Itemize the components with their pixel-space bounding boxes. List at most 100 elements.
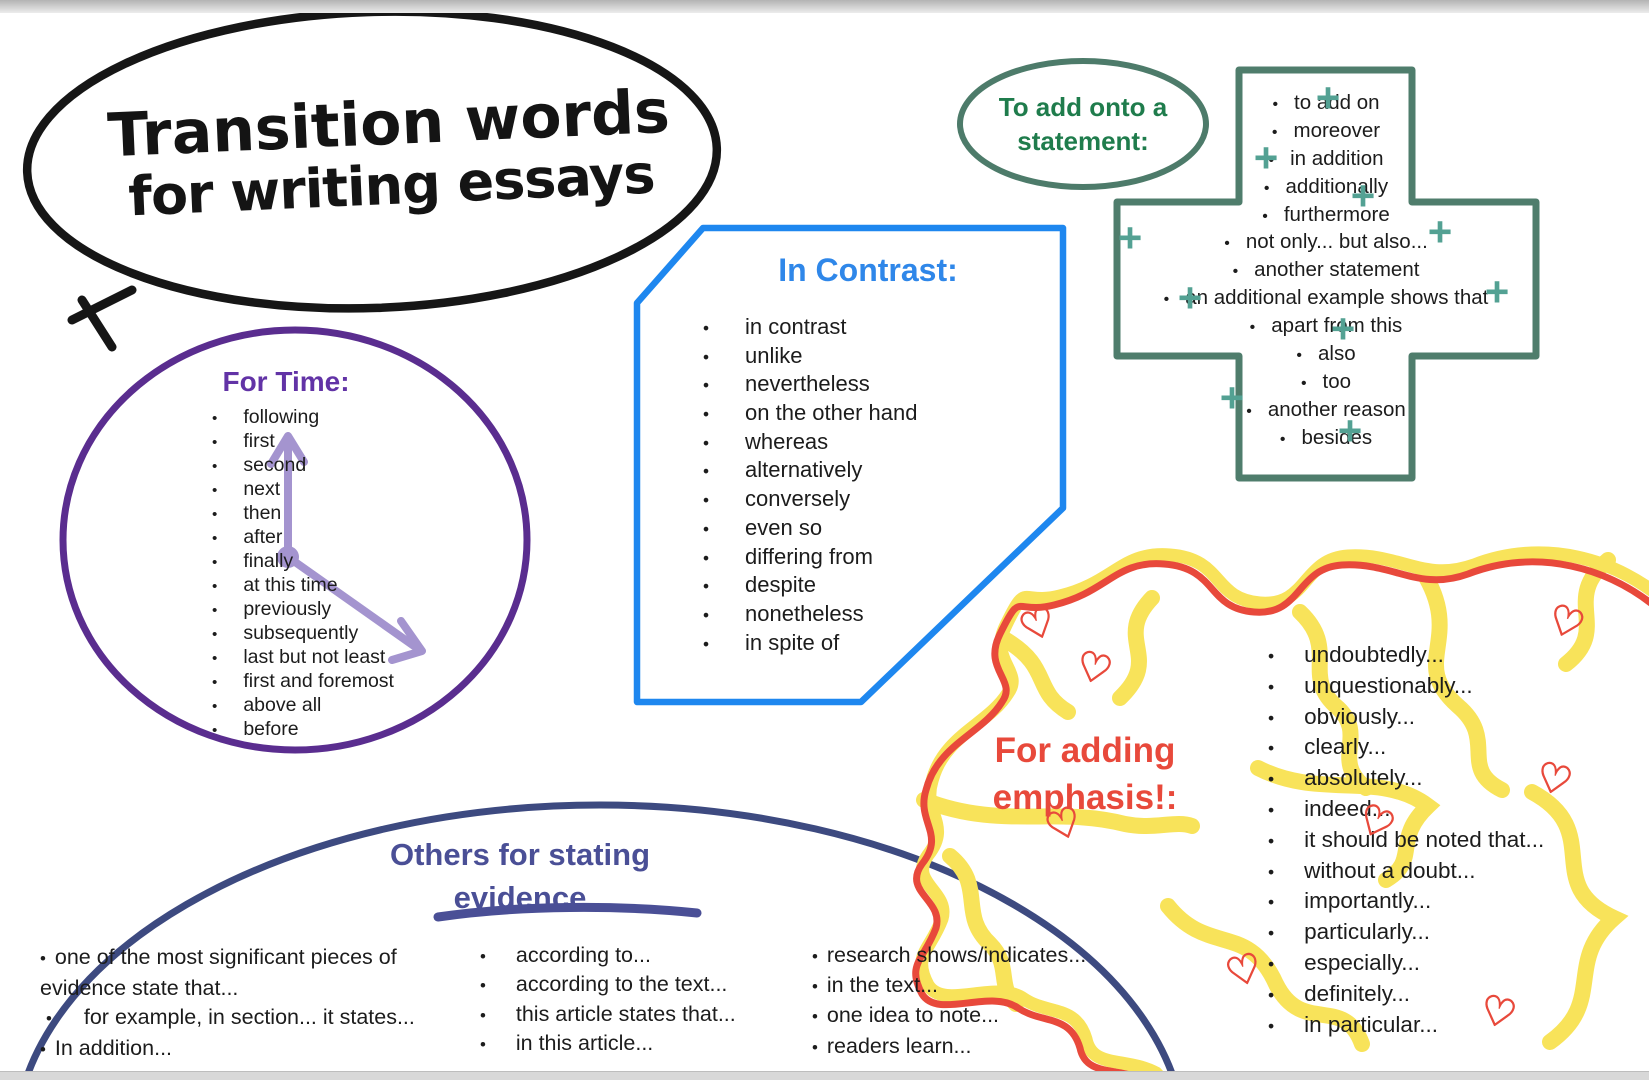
section-heading-for-time: For Time: — [222, 366, 350, 397]
bullet-icon: • — [212, 722, 218, 739]
list-item-text: moreover — [1293, 118, 1381, 142]
list-item-text: after — [243, 526, 283, 548]
list-item-text: readers learn... — [826, 1033, 972, 1058]
list-item-text: nonetheless — [745, 600, 864, 626]
emphasis-blob — [912, 546, 1649, 1080]
for-time-list: •following•first•second•next•then•after•… — [212, 406, 394, 742]
list-item: •clearly... — [1268, 734, 1544, 765]
list-item: •particularly... — [1268, 919, 1544, 950]
bottom-gray-bar — [0, 1071, 1649, 1080]
blob-yellow-outline — [915, 546, 1649, 1080]
section-heading-add-onto: To add onto a statement: — [968, 90, 1198, 158]
list-item-text: according to the text... — [515, 972, 728, 997]
bullet-icon: • — [1163, 291, 1170, 309]
list-item-text: furthermore — [1283, 202, 1390, 226]
bullet-icon: • — [1271, 123, 1278, 141]
list-item: •previously — [212, 598, 394, 622]
list-item: • alternatively — [703, 457, 918, 486]
list-item-text: last but not least — [243, 646, 386, 668]
list-item: •especially... — [1268, 950, 1544, 981]
evidence-heading-line2: evidence — [453, 880, 587, 915]
bullet-icon: • — [212, 674, 218, 691]
list-item-text: then — [243, 502, 282, 524]
add-onto-list: •to add on•moreover•in addition•addition… — [1120, 91, 1532, 454]
bullet-icon: • — [812, 947, 818, 966]
bullet-icon: • — [1263, 179, 1270, 197]
list-item-text: without a doubt... — [1304, 857, 1476, 883]
list-item-text: research shows/indicates... — [826, 943, 1087, 967]
list-item-text: previously — [243, 598, 332, 620]
list-item: •above all — [212, 694, 394, 718]
list-item: •additionally — [1120, 175, 1532, 203]
list-item-text: one of the most significant pieces of ev… — [40, 945, 397, 1000]
list-item: • first and foremost — [212, 670, 394, 694]
bullet-icon: • — [703, 518, 710, 539]
bullet-icon: • — [1268, 799, 1275, 820]
in-contrast-list: •in contrast•unlike•nevertheless•on the … — [703, 314, 918, 658]
list-item: • research shows/indicates... — [812, 943, 1086, 973]
list-item-text: this article states that... — [515, 1001, 736, 1026]
bullet-icon: • — [703, 432, 710, 453]
bullet-icon: • — [703, 404, 710, 425]
bullet-icon: • — [1268, 707, 1275, 728]
list-item-text: importantly... — [1304, 888, 1432, 914]
list-item: •in the text... — [812, 973, 1086, 1003]
bullet-icon: • — [480, 1034, 486, 1054]
list-item-text: also — [1318, 342, 1356, 366]
list-item: •readers learn... — [812, 1034, 1086, 1064]
bullet-icon: • — [212, 578, 218, 595]
list-item-text: despite — [745, 572, 816, 598]
bullet-icon: • — [703, 461, 710, 482]
list-item-text: indeed... — [1304, 795, 1391, 821]
list-item: •subsequently — [212, 622, 394, 646]
bullet-icon: • — [703, 633, 710, 654]
list-item-text: in the text... — [826, 973, 939, 998]
bullet-icon: • — [212, 434, 218, 451]
bullet-icon: • — [1268, 830, 1275, 851]
list-item-text: obviously... — [1304, 703, 1416, 729]
bullet-icon: • — [40, 1039, 46, 1059]
list-item-text: absolutely... — [1304, 765, 1423, 791]
emphasis-list: •undoubtedly... • unquestionably... • obviou… — [1268, 642, 1544, 1042]
list-item: •not only... but also... — [1120, 230, 1532, 258]
list-item: •in spite of — [703, 630, 918, 659]
list-item-text: unquestionably... — [1304, 672, 1473, 698]
bullet-icon: • — [480, 947, 486, 966]
list-item: • nonetheless — [703, 601, 918, 630]
list-item: •in addition — [1120, 147, 1532, 175]
list-item: •nevertheless — [703, 371, 918, 400]
list-item-text: before — [243, 718, 299, 740]
list-item: •undoubtedly... — [1268, 642, 1544, 673]
list-item-text: besides — [1301, 425, 1373, 449]
bullet-icon: • — [1262, 207, 1268, 225]
list-item-text: first and foremost — [243, 670, 394, 692]
bullet-icon: • — [1268, 151, 1275, 169]
list-item-text: apart from this — [1271, 314, 1403, 338]
list-item-text: following — [243, 406, 320, 428]
bullet-icon: • — [212, 458, 218, 475]
list-item: •finally — [212, 550, 394, 574]
list-item: •one idea to note... — [812, 1003, 1086, 1033]
bullet-icon: • — [212, 482, 218, 499]
list-item: •even so — [703, 515, 918, 544]
evidence-heading-line1: Others for stating — [389, 837, 651, 872]
list-item-text: alternatively — [745, 457, 863, 483]
list-item-text: first — [243, 430, 275, 452]
list-item: •next — [212, 478, 394, 502]
list-item-text: above all — [243, 694, 322, 716]
list-item-text: an additional example shows that — [1185, 286, 1489, 310]
bullet-icon: • — [212, 530, 218, 547]
evidence-column-2: •according to...•according to the text..… — [480, 943, 736, 1060]
list-item: •definitely... — [1268, 981, 1544, 1012]
bullet-icon: • — [703, 604, 710, 625]
list-item-text: whereas — [745, 428, 829, 454]
list-item: •according to... — [480, 943, 736, 972]
list-item: •differing from — [703, 544, 918, 573]
list-item-text: it should be noted that... — [1304, 826, 1545, 852]
list-item-text: unlike — [745, 342, 803, 368]
bullet-icon: • — [1246, 402, 1252, 420]
bullet-icon: • — [1296, 347, 1302, 365]
list-item-text: another reason — [1267, 397, 1406, 421]
bullet-icon: • — [1268, 738, 1275, 759]
